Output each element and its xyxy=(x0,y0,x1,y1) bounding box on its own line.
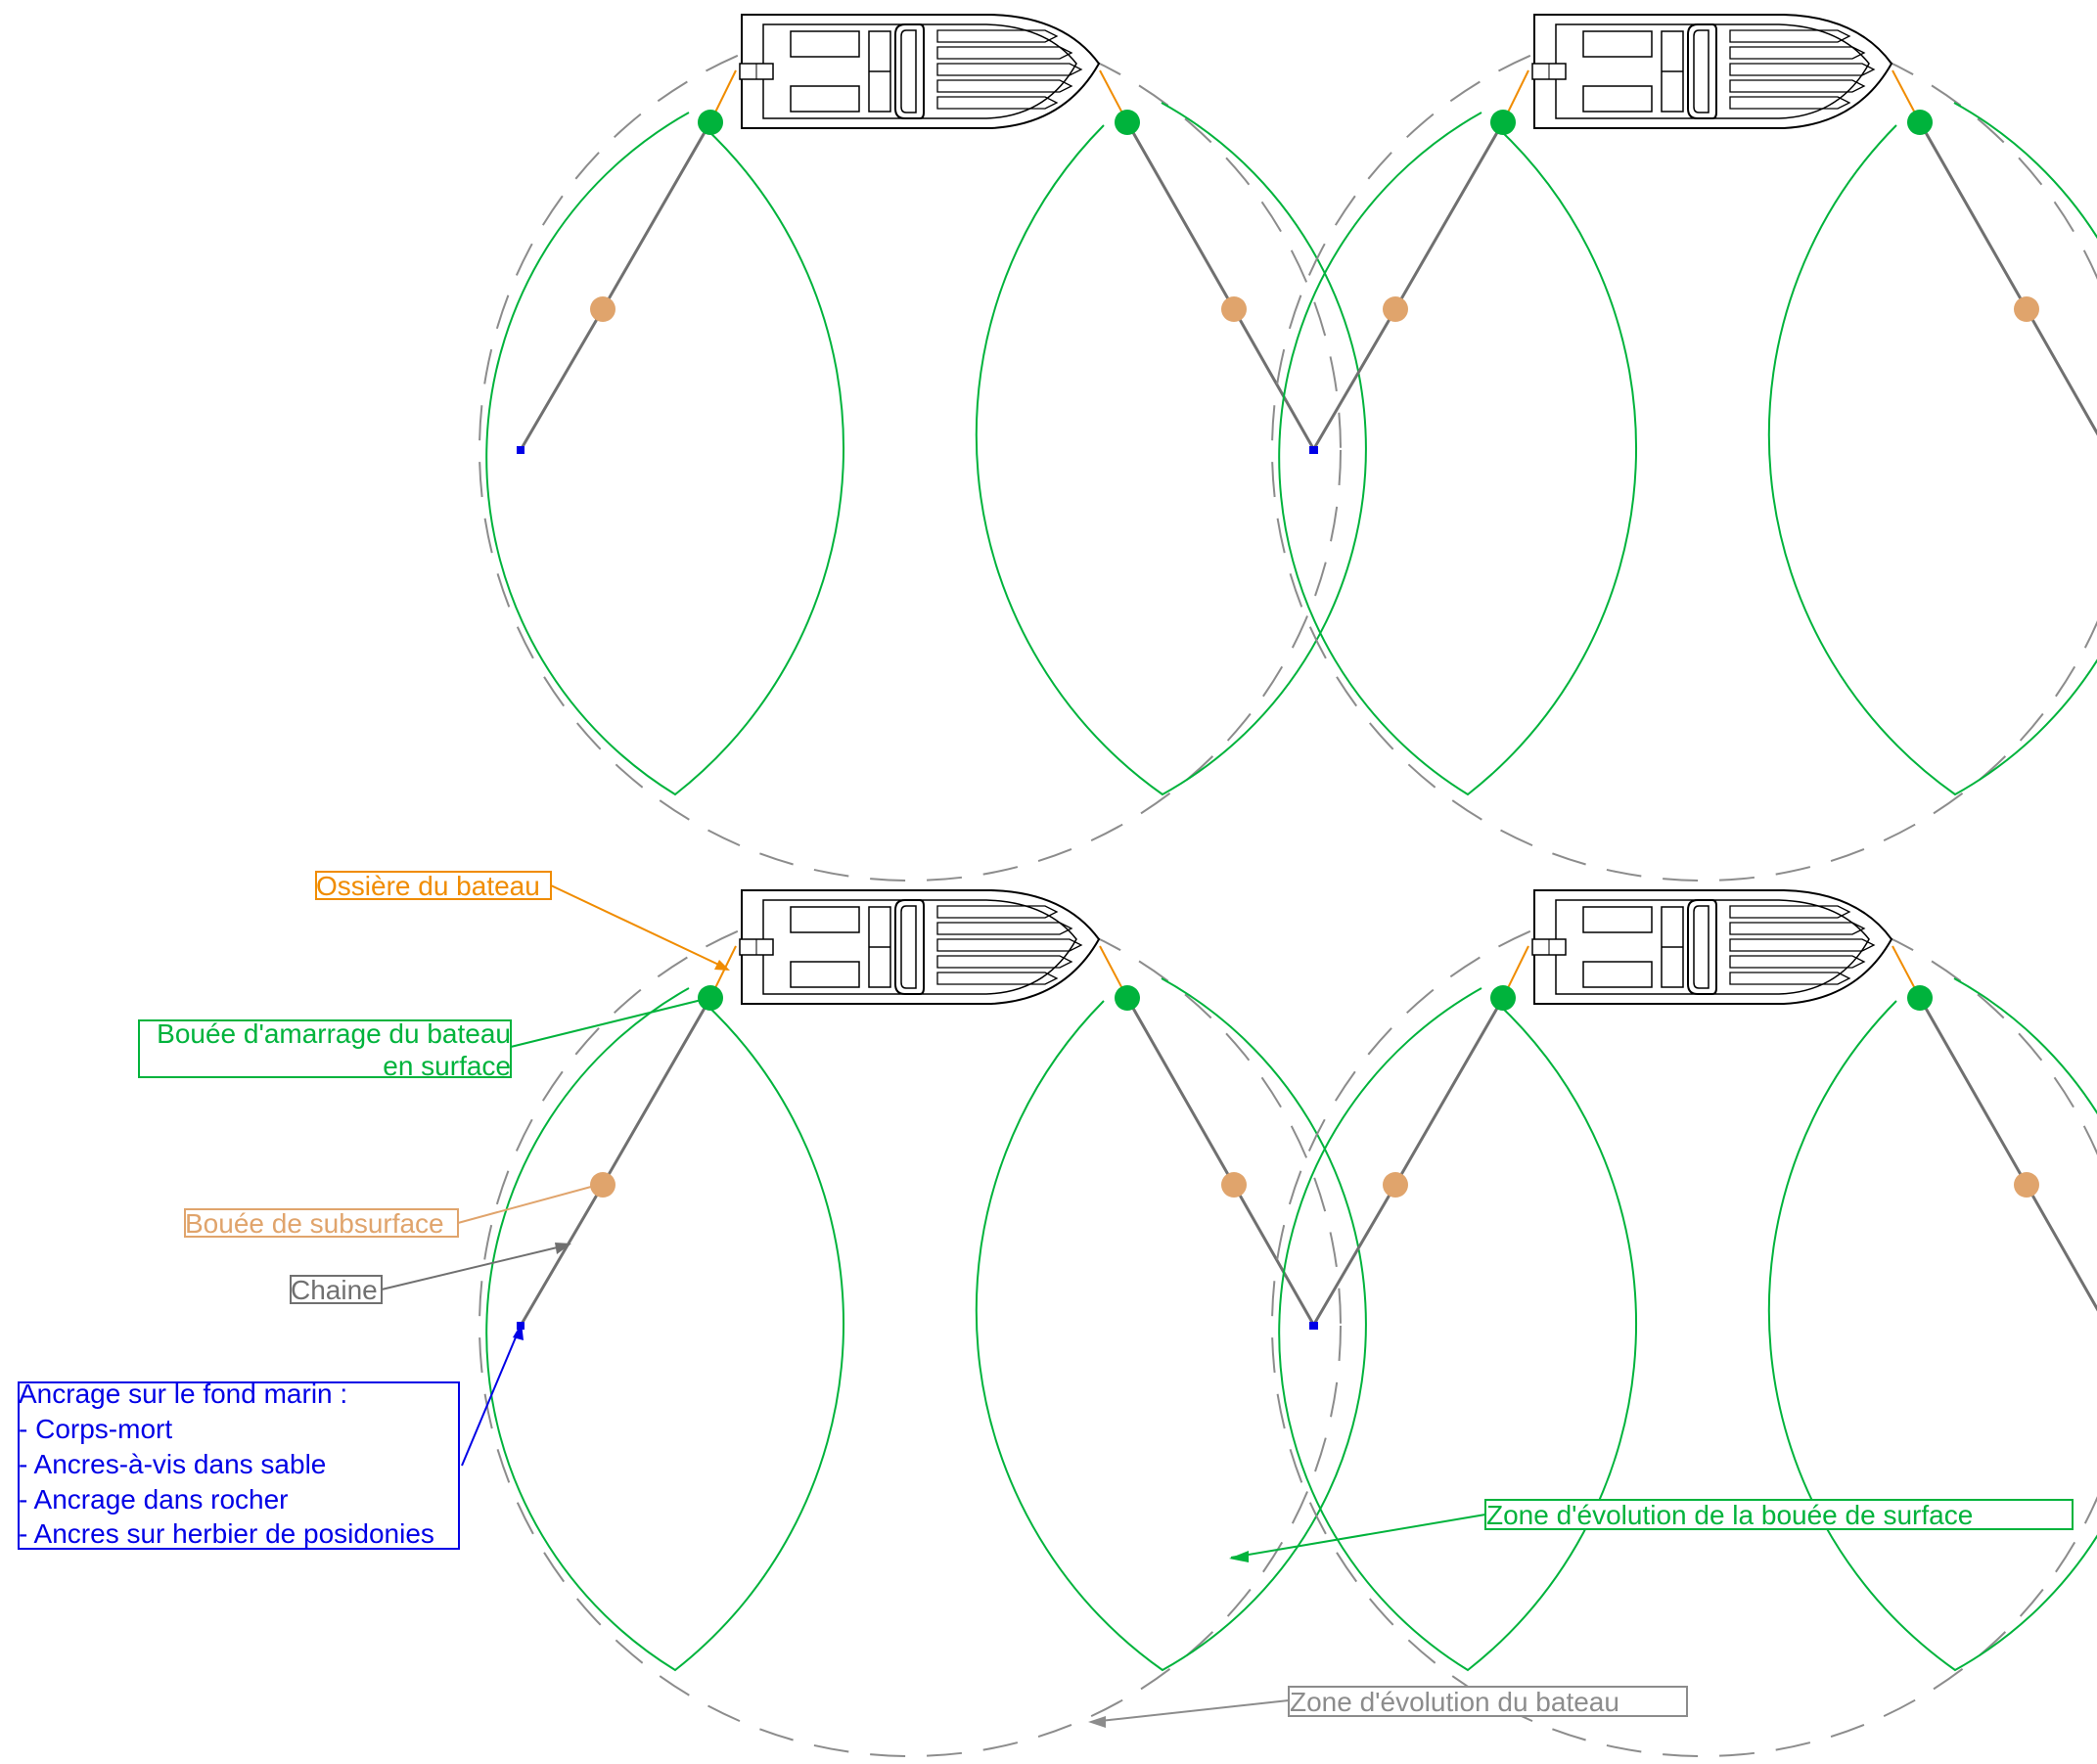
mooring-chain xyxy=(1125,121,1316,451)
chain-label-box xyxy=(290,1275,383,1304)
buoy-evolution-zone xyxy=(975,977,1367,1672)
subsurface-buoy xyxy=(2014,1172,2039,1198)
surface-mooring-buoy xyxy=(1490,985,1516,1011)
chain-label: Chaine xyxy=(291,1275,378,1305)
boat xyxy=(1531,889,1892,1005)
surface-buoy-leader xyxy=(510,997,710,1048)
boat xyxy=(739,889,1100,1005)
boat-evolution-zone xyxy=(1271,19,2097,882)
anchoring-arrowhead xyxy=(513,1323,524,1340)
buoy-evolution-zone xyxy=(485,987,845,1672)
mooring-chain xyxy=(1918,121,2097,436)
buoy-zone-leader xyxy=(1230,1514,1486,1559)
buoy-evolution-zone xyxy=(1278,987,1638,1672)
surface-mooring-buoy xyxy=(1115,985,1140,1011)
hawser-leader xyxy=(550,884,728,970)
anchoring-item: - Ancres sur herbier de posidonies xyxy=(19,1518,434,1549)
hawser-label: Ossière du bateau xyxy=(316,871,540,901)
seabed-anchor xyxy=(1309,1322,1317,1330)
buoy-evolution-zone xyxy=(1767,977,2097,1672)
buoy-evolution-zone xyxy=(485,112,845,796)
boat-zone-leader xyxy=(1090,1699,1290,1723)
surface-mooring-buoy xyxy=(1907,985,1933,1011)
mooring-chain xyxy=(519,121,712,451)
subsurface-buoy xyxy=(2014,296,2039,322)
surface-buoy-label-box xyxy=(138,1019,512,1078)
surface-buoy-label-line1: Bouée d'amarrage du bateau xyxy=(157,1018,511,1049)
subsurface-buoy xyxy=(590,1172,615,1198)
mooring-cell xyxy=(479,14,1367,882)
anchoring-item: - Ancres-à-vis dans sable xyxy=(19,1449,326,1479)
buoy-zone-label-box xyxy=(1484,1499,2074,1530)
buoy-evolution-zone xyxy=(1767,102,2097,796)
boat-evolution-zone xyxy=(1271,894,2097,1757)
subsurface-buoy-leader xyxy=(457,1183,603,1224)
boat-evolution-zone xyxy=(479,894,1342,1757)
buoy-zone-arrowhead xyxy=(1229,1551,1249,1562)
subsurface-buoy-label: Bouée de subsurface xyxy=(185,1208,444,1239)
boat-evolution-zone xyxy=(479,19,1342,882)
chain-leader xyxy=(381,1244,570,1290)
mooring-chain xyxy=(1311,997,1505,1327)
surface-buoy-label-line2: en surface xyxy=(383,1051,511,1081)
chain-arrowhead xyxy=(555,1243,571,1254)
hawser-label-box xyxy=(315,871,552,900)
mooring-chain xyxy=(1918,997,2097,1312)
buoy-evolution-zone xyxy=(1278,112,1638,796)
subsurface-buoy xyxy=(590,296,615,322)
buoy-evolution-zone xyxy=(975,102,1367,796)
mooring-chain xyxy=(519,997,712,1327)
subsurface-buoy xyxy=(1221,1172,1247,1198)
anchoring-label-box xyxy=(18,1381,460,1550)
mooring-chain xyxy=(1125,997,1316,1327)
surface-mooring-buoy xyxy=(1115,110,1140,135)
mooring-cell xyxy=(1271,14,2097,882)
anchoring-item: - Ancrage dans rocher xyxy=(19,1484,289,1515)
hawser-arrowhead xyxy=(714,960,730,971)
boat xyxy=(739,14,1100,129)
boat-zone-label: Zone d'évolution du bateau xyxy=(1290,1687,1619,1717)
mooring-chain xyxy=(1311,121,1505,451)
surface-mooring-buoy xyxy=(698,985,723,1011)
mooring-cell xyxy=(479,889,1367,1757)
surface-mooring-buoy xyxy=(698,110,723,135)
subsurface-buoy xyxy=(1221,296,1247,322)
seabed-anchor xyxy=(1309,446,1317,454)
surface-mooring-buoy xyxy=(1490,110,1516,135)
anchoring-title: Ancrage sur le fond marin : xyxy=(19,1379,347,1409)
anchoring-item: - Corps-mort xyxy=(19,1414,172,1444)
boat-zone-label-box xyxy=(1288,1686,1688,1717)
surface-mooring-buoy xyxy=(1907,110,1933,135)
anchoring-leader xyxy=(461,1325,522,1467)
mooring-cell xyxy=(1271,889,2097,1757)
boat xyxy=(1531,14,1892,129)
subsurface-buoy-label-box xyxy=(184,1208,459,1238)
buoy-zone-label: Zone d'évolution de la bouée de surface xyxy=(1486,1500,1973,1530)
boat-zone-arrowhead xyxy=(1088,1716,1106,1728)
seabed-anchor xyxy=(517,446,524,454)
subsurface-buoy xyxy=(1383,1172,1408,1198)
subsurface-buoy xyxy=(1383,296,1408,322)
